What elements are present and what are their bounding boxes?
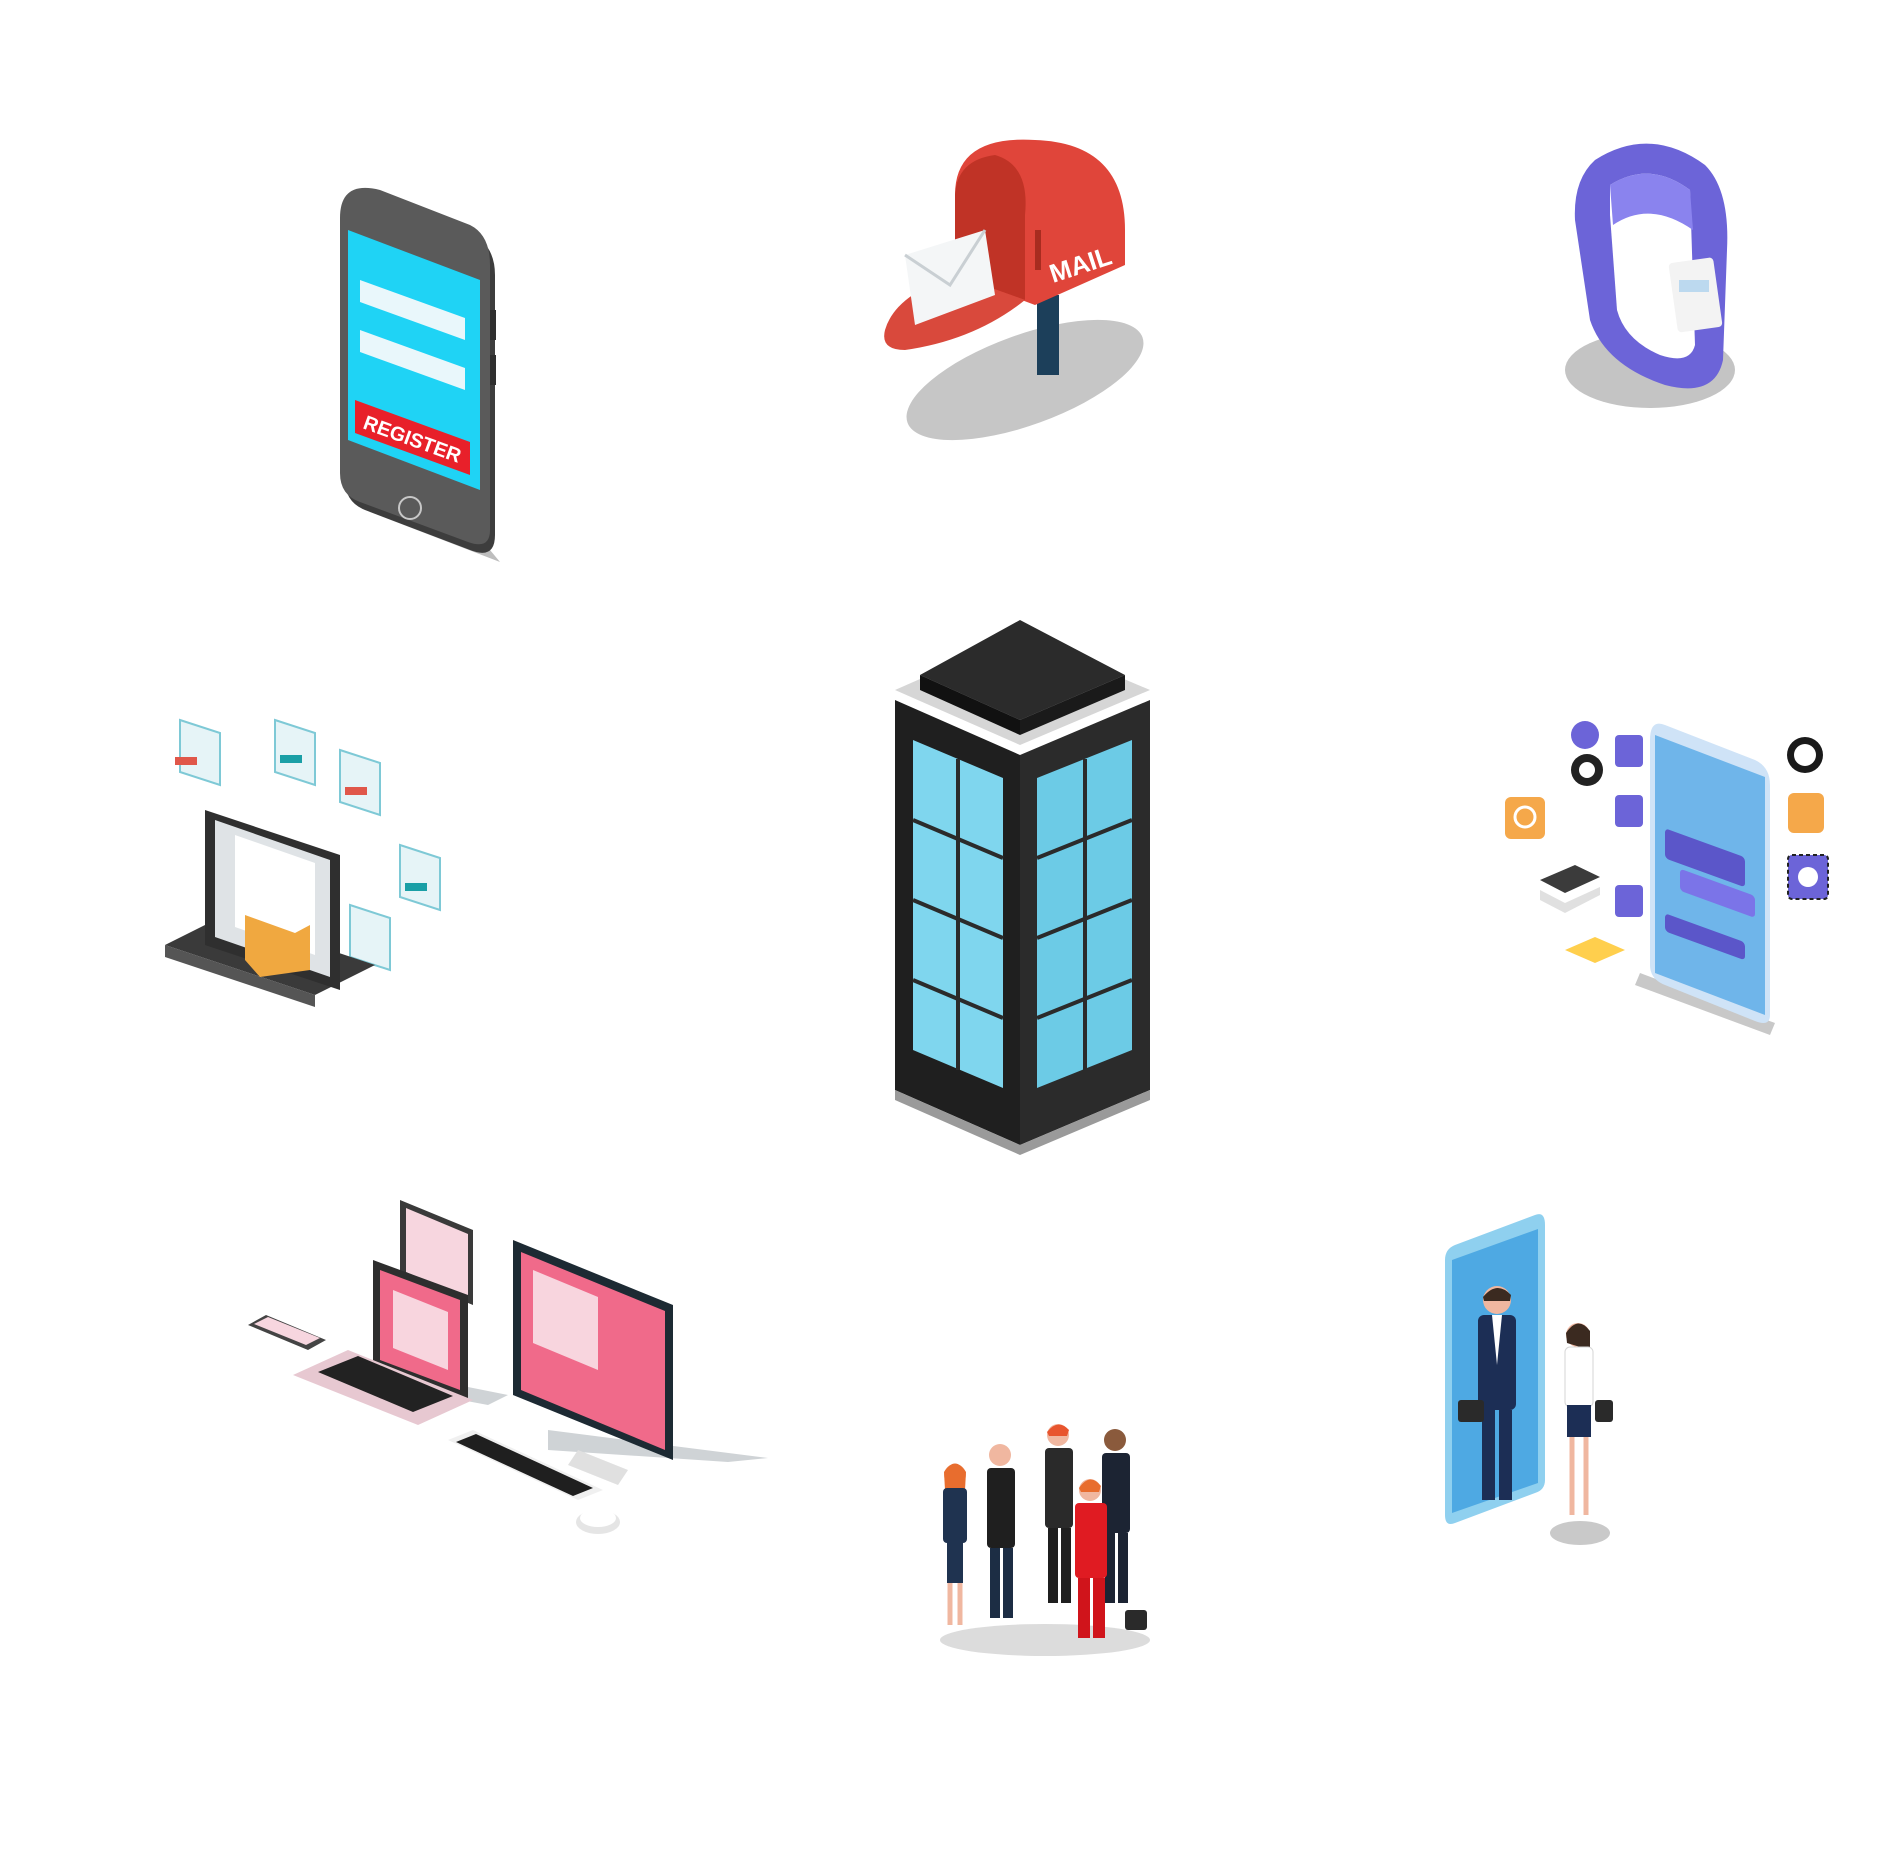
server-rack-illustration [895,620,1150,1155]
business-team-illustration [925,1410,1155,1660]
phone-meeting-illustration [1440,1214,1640,1555]
multi-device-illustration [248,1200,768,1560]
mailbox-illustration: MAIL [884,135,1145,441]
phone-register-illustration: REGISTER [340,187,510,570]
laptop-documents-illustration [165,715,455,1040]
fitness-band-illustration [1555,140,1745,420]
mobile-app-illustration [1505,715,1845,1035]
